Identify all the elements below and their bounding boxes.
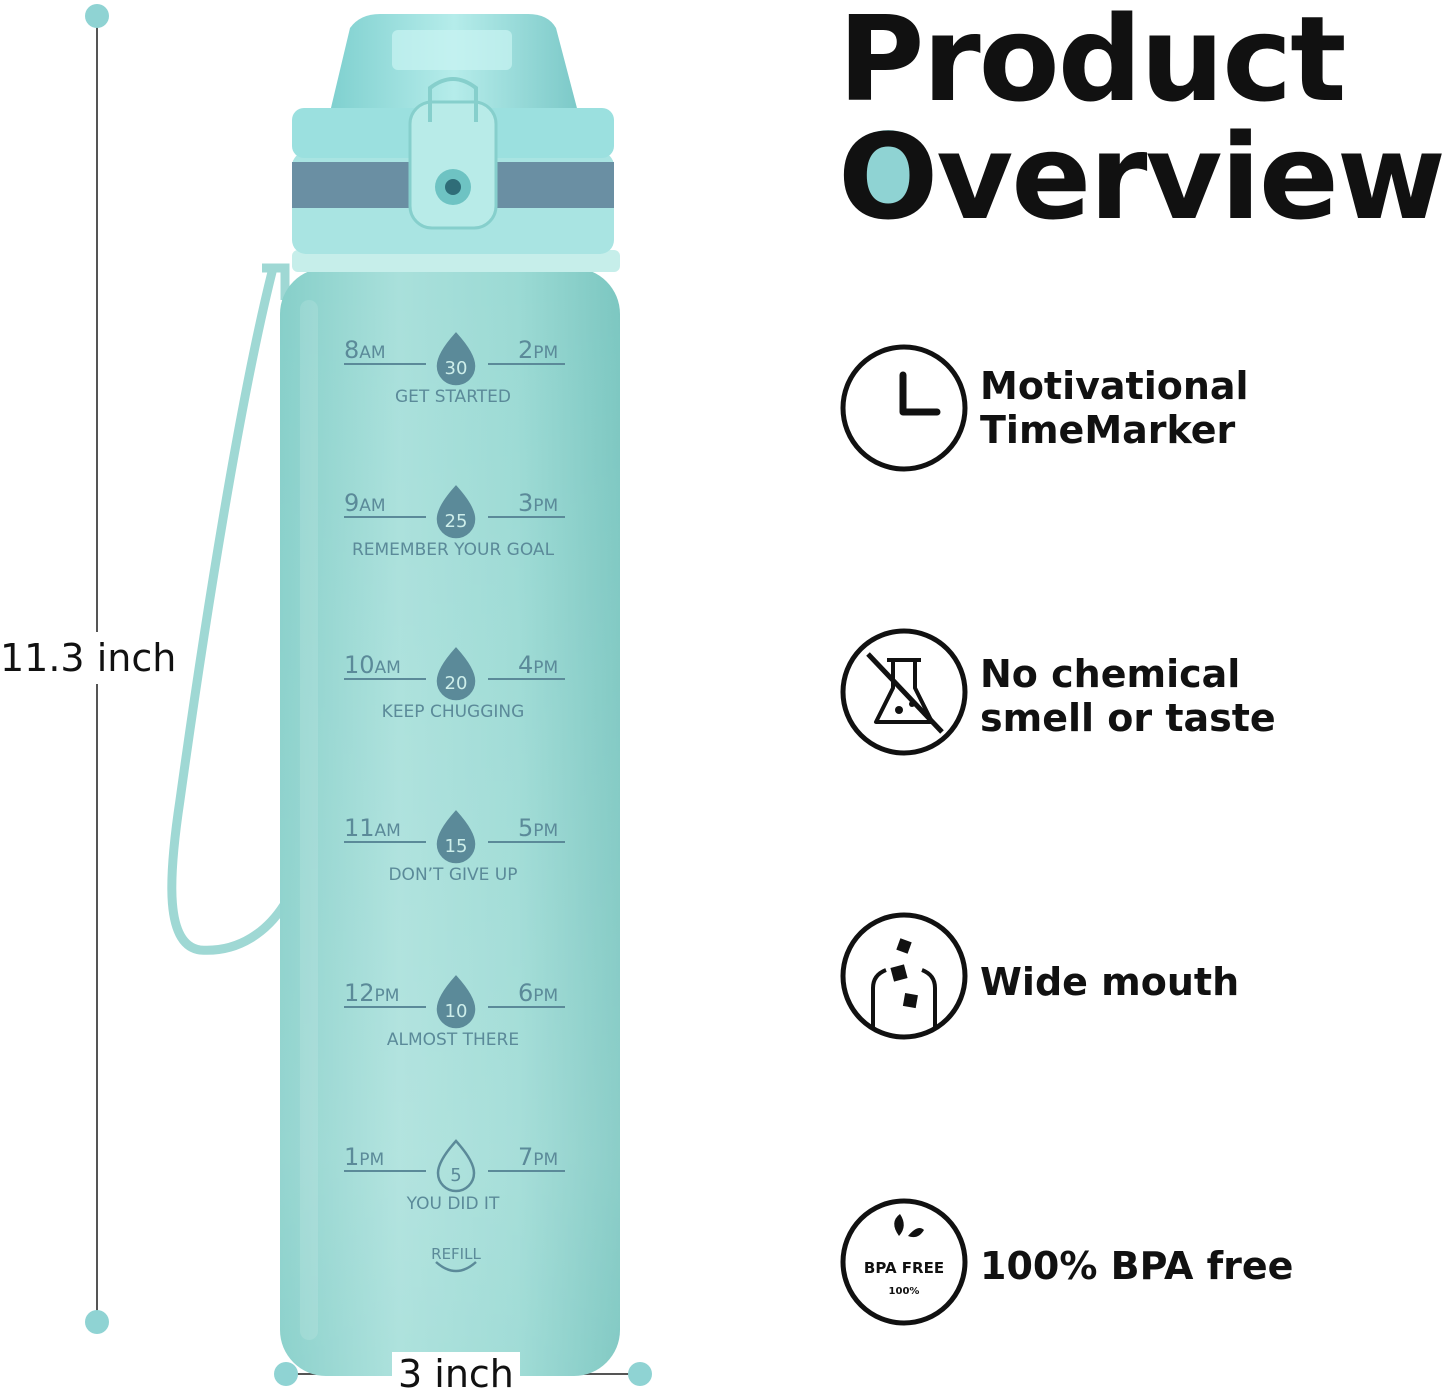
marker-ounces: 25	[445, 511, 468, 532]
accent-dot	[844, 130, 932, 218]
clock-icon	[840, 344, 968, 472]
title-product: Product	[838, 0, 1347, 128]
marker-ounces: 15	[445, 836, 468, 857]
marker-right-time: 5PM	[518, 814, 558, 842]
marker-left-hour: 10	[344, 651, 375, 679]
water-drop-icon	[436, 332, 476, 386]
feature-line: Wide mouth	[980, 960, 1240, 1004]
marker-ounces: 30	[445, 358, 468, 379]
marker-left-suffix: PM	[359, 1150, 384, 1170]
water-drop-icon	[436, 975, 476, 1029]
marker-right-suffix: PM	[533, 821, 558, 841]
marker-left-suffix: AM	[359, 343, 385, 363]
marker-left-time: 11AM	[344, 814, 401, 842]
marker-right-time: 6PM	[518, 979, 558, 1007]
bpa-free-badge-icon: BPA FREE 100%	[840, 1198, 968, 1326]
marker-left-hour: 12	[344, 979, 375, 1007]
height-label: 11.3 inch	[0, 632, 177, 684]
marker-right-suffix: PM	[533, 986, 558, 1006]
marker-right-hour: 6	[518, 979, 533, 1007]
marker-message: ALMOST THERE	[387, 1030, 519, 1050]
water-drop-icon	[436, 810, 476, 864]
marker-right-suffix: PM	[533, 496, 558, 516]
feature-line: 100% BPA free	[980, 1244, 1294, 1288]
marker-left-time: 10AM	[344, 651, 401, 679]
marker-message: YOU DID IT	[406, 1194, 500, 1214]
water-drop-icon	[436, 647, 476, 701]
dimension-dot	[85, 4, 109, 28]
marker-left-hour: 8	[344, 336, 359, 364]
marker-left-hour: 11	[344, 814, 375, 842]
marker-ounces: 10	[445, 1001, 468, 1022]
marker-left-hour: 9	[344, 489, 359, 517]
water-drop-icon	[436, 1139, 476, 1193]
cap-latch	[408, 100, 498, 230]
title-overview-rest: verview	[936, 108, 1445, 246]
refill-icon: REFILL	[431, 1245, 481, 1273]
carry-strap	[167, 263, 290, 955]
marker-message: GET STARTED	[395, 387, 511, 407]
title-overview: Overview	[838, 118, 1445, 236]
title-overview-first-letter: O	[838, 108, 938, 246]
marker-ounces: 20	[445, 673, 468, 694]
feature-line: smell or taste	[980, 696, 1276, 740]
marker-left-hour: 1	[344, 1143, 359, 1171]
dimension-dot	[628, 1362, 652, 1386]
marker-right-hour: 4	[518, 651, 533, 679]
marker-right-time: 2PM	[518, 336, 558, 364]
refill-label: REFILL	[431, 1245, 481, 1263]
marker-left-time: 12PM	[344, 979, 399, 1007]
marker-right-suffix: PM	[533, 1150, 558, 1170]
marker-left-suffix: AM	[375, 658, 401, 678]
feature-line: TimeMarker	[980, 408, 1236, 452]
marker-left-suffix: PM	[375, 986, 400, 1006]
marker-message: KEEP CHUGGING	[382, 702, 525, 722]
feature-line: Motivational	[980, 364, 1249, 408]
feature-wide-mouth: Wide mouth	[980, 960, 1239, 1004]
dimension-dot	[274, 1362, 298, 1386]
marker-left-time: 1PM	[344, 1143, 384, 1171]
marker-right-suffix: PM	[533, 343, 558, 363]
bpa-badge-text: BPA FREE	[864, 1259, 944, 1277]
feature-motivational-timemarker: Motivational TimeMarker	[980, 364, 1249, 452]
marker-right-suffix: PM	[533, 658, 558, 678]
marker-right-hour: 5	[518, 814, 533, 842]
feature-bpa-free: 100% BPA free	[980, 1244, 1293, 1288]
marker-left-suffix: AM	[375, 821, 401, 841]
neck-ring	[292, 250, 620, 272]
marker-right-time: 4PM	[518, 651, 558, 679]
marker-right-time: 3PM	[518, 489, 558, 517]
water-drop-icon	[436, 485, 476, 539]
marker-left-time: 8AM	[344, 336, 386, 364]
marker-left-suffix: AM	[359, 496, 385, 516]
dimension-dot	[85, 1310, 109, 1334]
marker-message: REMEMBER YOUR GOAL	[352, 540, 555, 560]
marker-right-time: 7PM	[518, 1143, 558, 1171]
marker-ounces: 5	[450, 1165, 461, 1186]
bottle-cap	[292, 14, 614, 254]
marker-right-hour: 2	[518, 336, 533, 364]
feature-line: No chemical	[980, 652, 1241, 696]
width-label: 3 inch	[392, 1352, 520, 1396]
bpa-badge-sub: 100%	[889, 1286, 920, 1297]
marker-left-time: 9AM	[344, 489, 386, 517]
marker-right-hour: 3	[518, 489, 533, 517]
marker-right-hour: 7	[518, 1143, 533, 1171]
no-chemical-flask-icon	[840, 628, 968, 756]
wide-mouth-ice-icon	[840, 912, 968, 1040]
feature-no-chemical: No chemical smell or taste	[980, 652, 1276, 740]
marker-message: DON’T GIVE UP	[388, 865, 517, 885]
